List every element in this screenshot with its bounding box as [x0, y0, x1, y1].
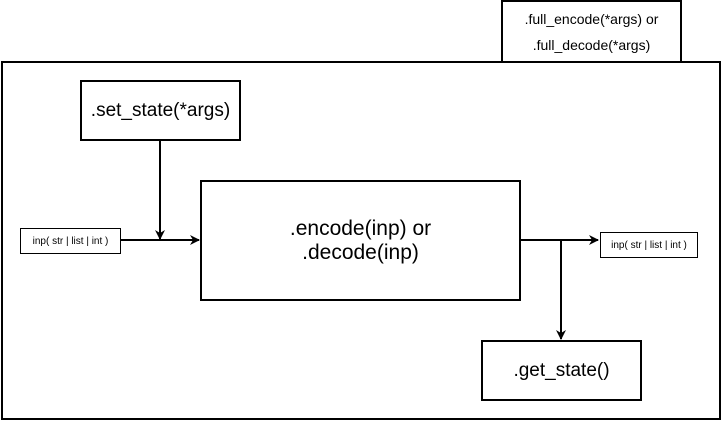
output-node: inp( str | list | int )	[600, 232, 698, 258]
set-state-text: .set_state(*args)	[90, 99, 231, 121]
get-state-node: .get_state()	[481, 340, 642, 401]
output-text: inp( str | list | int )	[611, 239, 687, 251]
input-text: inp( str | list | int )	[32, 235, 109, 247]
full-encode-decode-label: .full_encode(*args) or .full_decode(*arg…	[501, 0, 682, 61]
decode-text: .decode(inp)	[302, 240, 419, 264]
set-state-node: .set_state(*args)	[80, 80, 241, 141]
encode-decode-node: .encode(inp) or .decode(inp)	[200, 180, 521, 301]
get-state-text: .get_state()	[513, 359, 610, 381]
encode-text: .encode(inp) or	[289, 216, 432, 240]
full-encode-text: .full_encode(*args) or	[524, 10, 659, 27]
input-node: inp( str | list | int )	[20, 228, 121, 254]
full-decode-text: .full_decode(*args)	[532, 36, 651, 53]
full-process-container	[1, 61, 721, 420]
